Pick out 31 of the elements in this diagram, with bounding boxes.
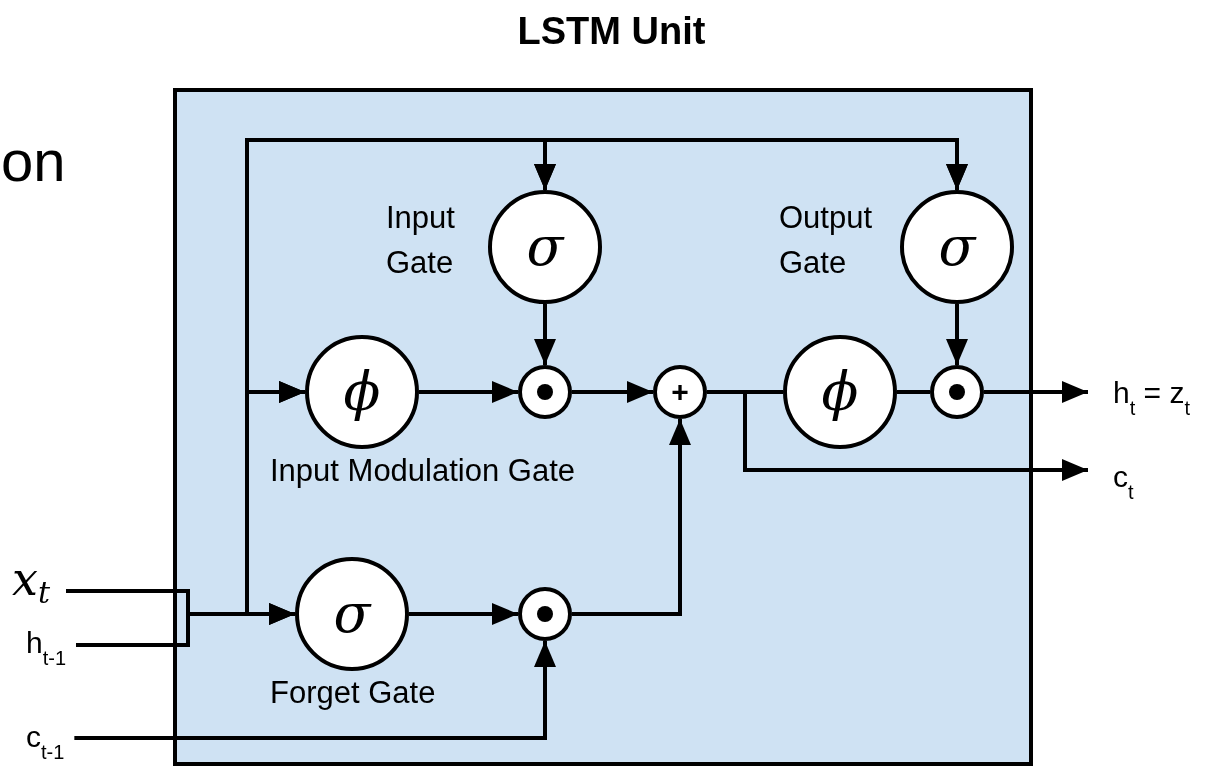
variable-label: h$_{t-1}$ — [26, 628, 77, 668]
connector-line — [897, 390, 930, 394]
arrow — [409, 603, 518, 625]
arrow — [572, 381, 653, 403]
operator-symbol: ϕ — [343, 365, 381, 419]
unit-panel — [173, 88, 1033, 766]
gate-label: Input Modulation Gate — [270, 452, 576, 490]
operator-circle — [518, 587, 572, 641]
gate-label: Output Gate — [779, 199, 874, 282]
arrow — [984, 381, 1088, 403]
arrow — [74, 641, 556, 740]
operator-symbol: + — [671, 375, 689, 409]
operator-circle — [653, 365, 707, 419]
operator-circle — [518, 365, 572, 419]
operator-symbol: σ — [938, 220, 976, 274]
arrow — [572, 419, 691, 616]
gate-label: Forget Gate — [270, 674, 436, 712]
arrow — [946, 304, 968, 365]
operator-circle — [930, 365, 984, 419]
cut-off-heading-text: on — [1, 132, 66, 190]
arrow — [534, 304, 556, 365]
operator-symbol: σ — [526, 220, 564, 274]
variable-label: x$_{t}$ — [12, 556, 66, 608]
gate-label: Input Gate — [386, 199, 456, 282]
operator-symbol: ϕ — [821, 365, 859, 419]
arrow — [419, 381, 518, 403]
variable-label: c$_{t-1}$ — [26, 722, 75, 762]
operator-symbol: σ — [333, 587, 371, 641]
variable-label: c$_{t}$ — [1088, 462, 1134, 502]
variable-label: h$_{t}$ = z$_{t}$ — [1088, 378, 1190, 418]
diagram-title: LSTM Unit — [516, 10, 707, 53]
